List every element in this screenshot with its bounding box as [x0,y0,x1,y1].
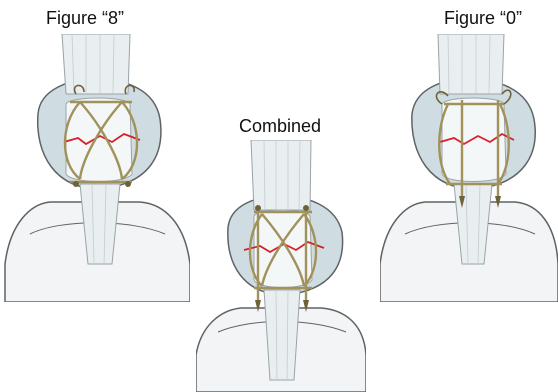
combined-label: Combined [220,116,340,137]
figure-8-illustration [0,34,190,302]
combined-illustration [196,140,366,392]
figure-8-label: Figure “8” [20,8,150,29]
figure-0-label: Figure “0” [418,8,548,29]
figure-0-illustration [380,34,558,302]
